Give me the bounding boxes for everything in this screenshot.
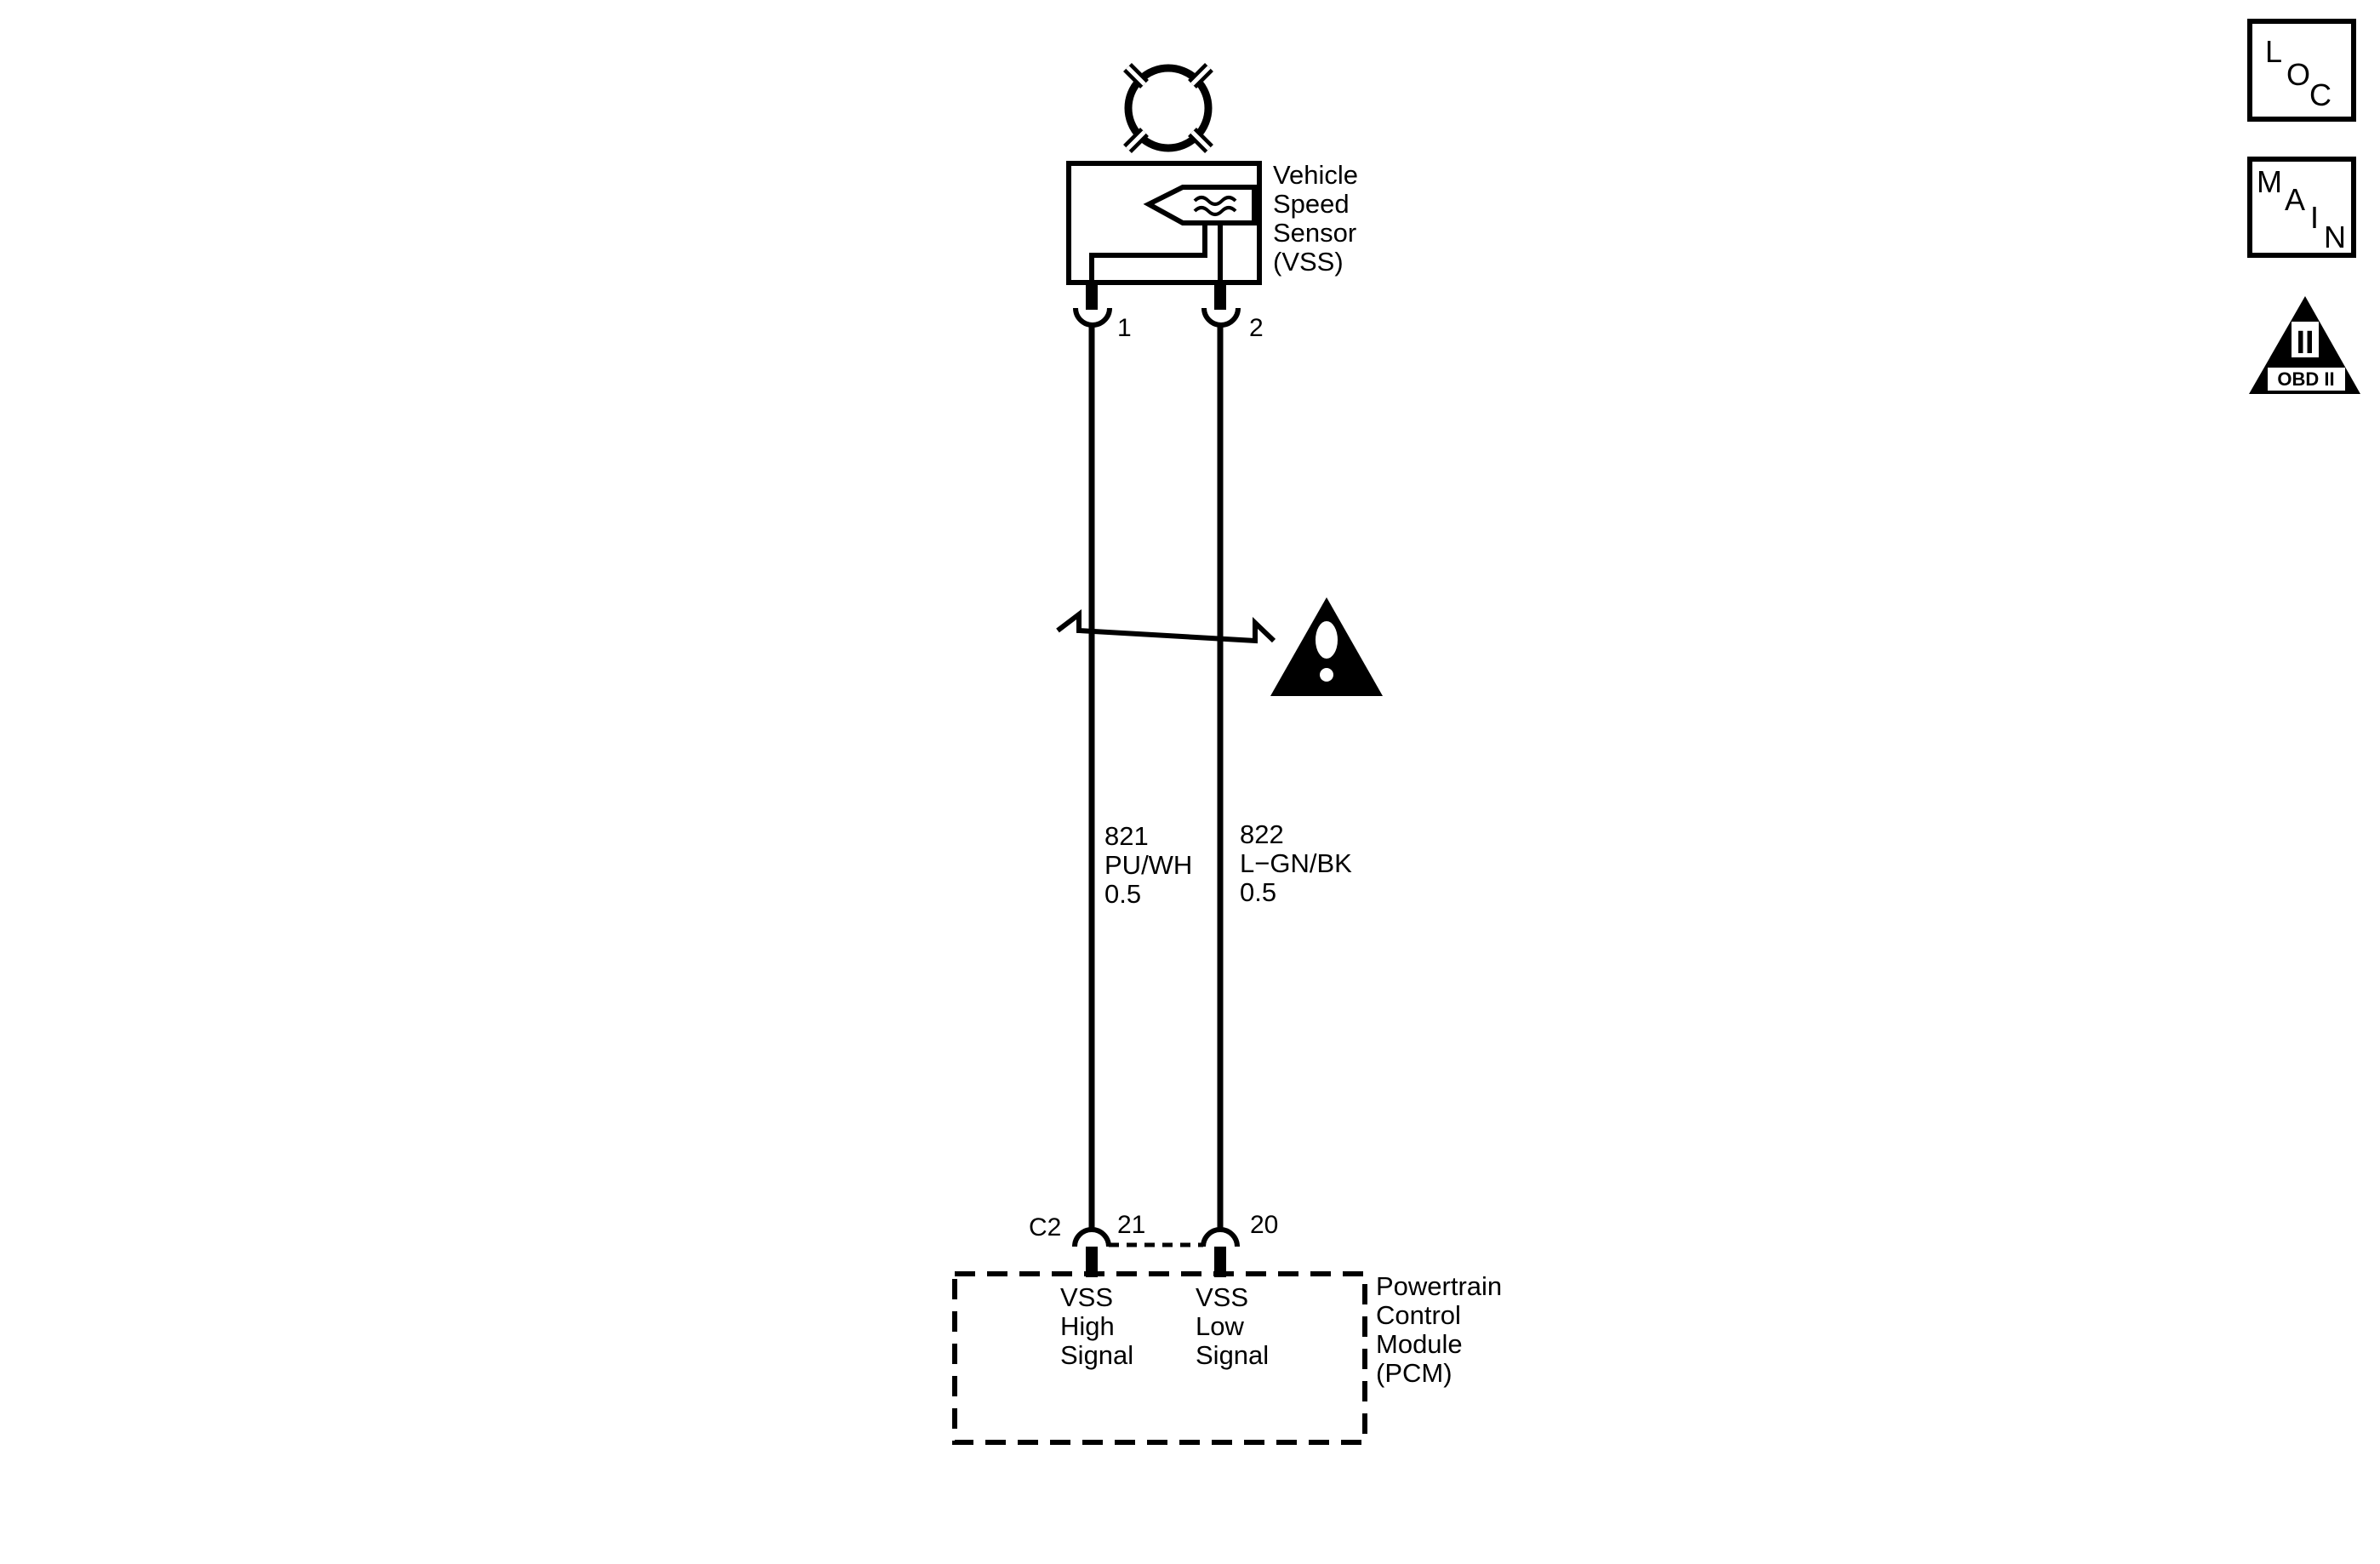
pcm-name-line-3: Module (1376, 1329, 1463, 1359)
wire-821-gauge: 0.5 (1104, 879, 1141, 909)
pcm-connector: C2 21 20 (1029, 1211, 1278, 1277)
loc-button[interactable]: L O C (2247, 19, 2356, 122)
pcm-high-line-3: Signal (1060, 1340, 1133, 1370)
obd-ii-numeral: II (2296, 325, 2314, 361)
pcm-connector-id: C2 (1029, 1213, 1061, 1241)
sensor-connector: 1 2 (1073, 283, 1264, 342)
pcm-name-line-2: Control (1376, 1300, 1461, 1330)
main-letter-i: I (2310, 200, 2319, 235)
pcm-high-line-1: VSS (1060, 1282, 1113, 1312)
sensor-name-line-2: Speed (1273, 189, 1350, 219)
pcm-low-line-2: Low (1196, 1311, 1244, 1341)
pcm-name-line-4: (PCM) (1376, 1358, 1453, 1388)
wire-822-circuit: 822 (1240, 819, 1284, 849)
loc-letter-l: L (2265, 34, 2282, 69)
pcm-low-line-1: VSS (1196, 1282, 1248, 1312)
obd-ii-button[interactable]: OBD II II (2249, 296, 2360, 394)
pcm-pin-21: 21 (1117, 1211, 1145, 1239)
main-letter-m: M (2257, 164, 2282, 199)
sensor-pin-2: 2 (1249, 314, 1264, 342)
wire-822-color: L−GN/BK (1240, 848, 1352, 878)
loc-letter-o: O (2286, 57, 2310, 92)
wire-821-circuit: 821 (1104, 821, 1149, 851)
loc-letter-c: C (2309, 77, 2331, 112)
sensor-housing (1066, 161, 1262, 285)
pcm-low-line-3: Signal (1196, 1340, 1269, 1370)
caution-icon (1270, 597, 1383, 696)
sensor-pin-1: 1 (1117, 314, 1132, 342)
pcm-high-line-2: High (1060, 1311, 1115, 1341)
main-button[interactable]: M A I N (2247, 157, 2356, 258)
main-letter-n: N (2324, 220, 2346, 254)
vehicle-speed-sensor: Vehicle Speed Sensor (VSS) (1066, 63, 1358, 289)
sensor-name-line-3: Sensor (1273, 218, 1356, 248)
wire-822-gauge: 0.5 (1240, 877, 1276, 907)
pcm-dashed-outline (952, 1271, 1367, 1445)
wire-822: 822 L−GN/BK 0.5 (1217, 326, 1352, 1230)
pcm-name-line-1: Powertrain (1376, 1271, 1502, 1301)
wire-821: 821 PU/WH 0.5 (1088, 326, 1192, 1230)
main-letter-a: A (2285, 182, 2305, 217)
wheel-sensor-icon (1123, 63, 1213, 153)
powertrain-control-module: VSS High Signal VSS Low Signal Powertrai… (952, 1271, 1502, 1445)
sensor-name-line-1: Vehicle (1273, 160, 1358, 190)
twisted-pair-symbol (1056, 608, 1276, 644)
obd-ii-label: OBD II (2277, 368, 2334, 390)
wire-821-color: PU/WH (1104, 850, 1192, 880)
sensor-name-line-4: (VSS) (1273, 247, 1344, 277)
pcm-pin-20: 20 (1250, 1211, 1278, 1239)
pickup-coil-icon (1089, 185, 1257, 289)
